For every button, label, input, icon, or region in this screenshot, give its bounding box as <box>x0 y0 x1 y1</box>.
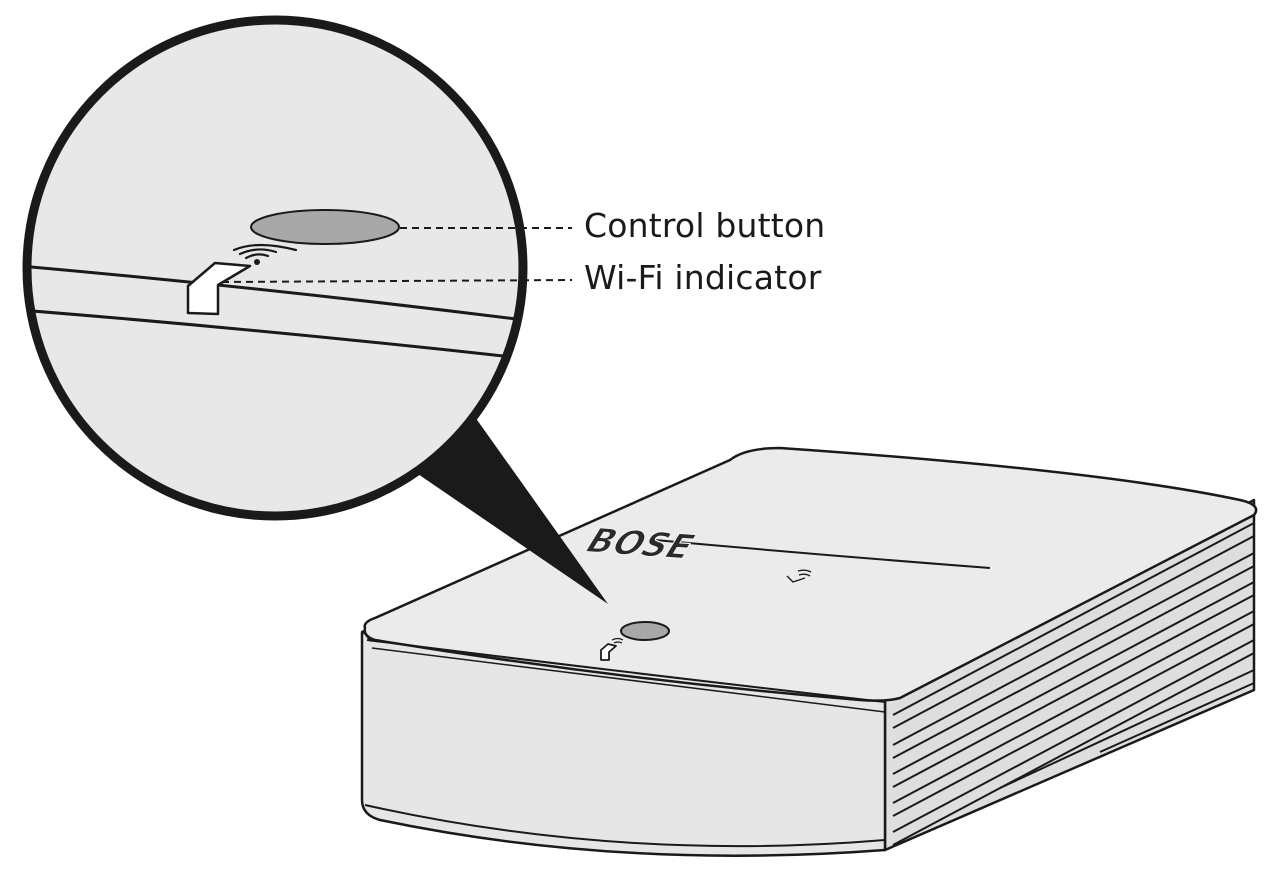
device-control-button[interactable] <box>620 621 670 641</box>
device: BOSE <box>360 446 1258 857</box>
magnifier-pointer <box>415 410 608 604</box>
logo-wifi-icon <box>786 569 812 583</box>
magnified-control-button[interactable] <box>250 209 400 245</box>
svg-text:BOSE: BOSE <box>581 522 699 567</box>
bose-logo: BOSE <box>581 521 991 583</box>
magnifier-view <box>22 15 528 521</box>
device-wifi-indicator <box>600 637 624 661</box>
wifi-icon <box>232 243 298 265</box>
wifi-indicator-label: Wi-Fi indicator <box>584 258 822 297</box>
wifi-indicator-leader <box>221 279 573 283</box>
magnified-wifi-indicator <box>186 261 252 316</box>
control-button-label: Control button <box>584 206 826 245</box>
side-vents <box>892 522 1255 846</box>
device-top-face <box>363 446 1258 702</box>
